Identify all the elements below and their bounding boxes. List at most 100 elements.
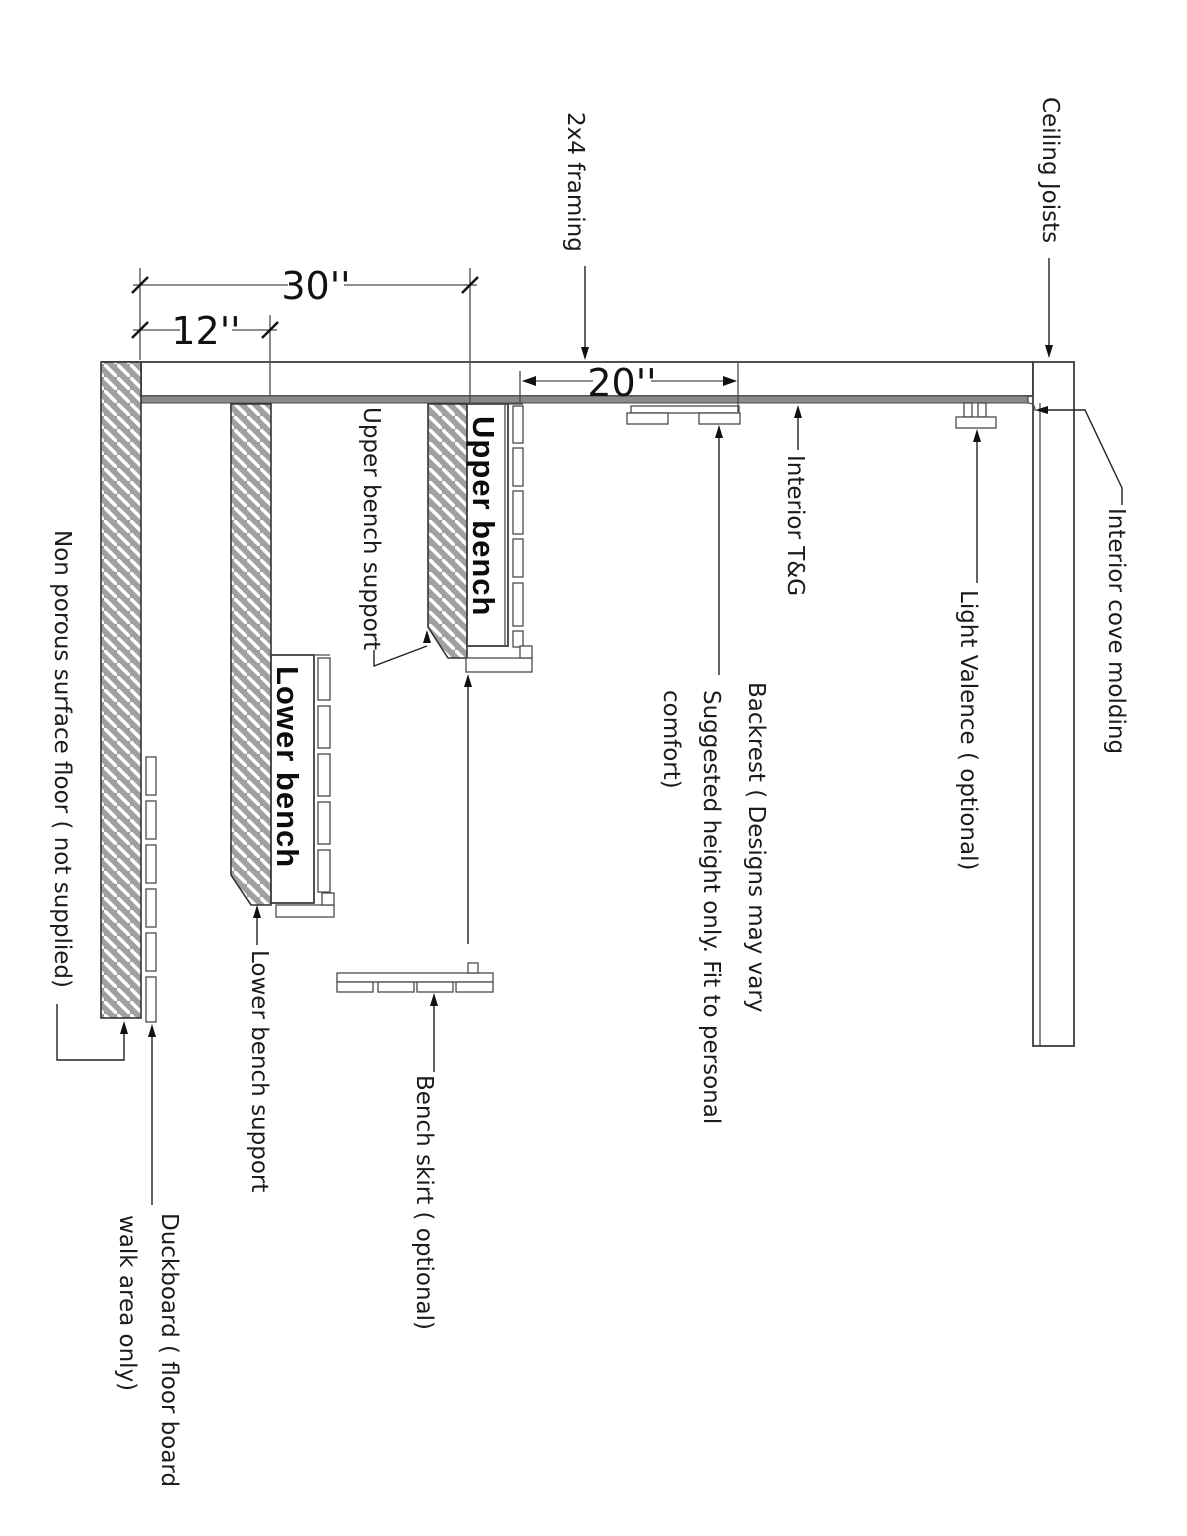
lower-bench-support-arrow xyxy=(253,905,261,918)
light-valence-label: Light Valence ( optional) xyxy=(955,590,981,870)
light-valence-profile xyxy=(955,402,997,429)
duckboard-slat xyxy=(145,888,157,928)
upper-bench-slat xyxy=(512,490,524,535)
lower-bench-slat xyxy=(317,705,331,749)
annotation-bench-skirt: Bench skirt ( optional) xyxy=(411,674,472,1330)
upper-bench-support-label: Upper bench support xyxy=(358,407,384,650)
non-porous-floor-strip xyxy=(100,361,142,1019)
light-valence-arrow xyxy=(973,429,981,442)
upper-bench-support-leader xyxy=(373,645,428,668)
lower-bench-slat xyxy=(317,753,331,797)
backrest-profile xyxy=(626,405,741,425)
annotation-cove-molding: Interior cove molding xyxy=(1035,406,1129,754)
upper-bench-slat xyxy=(512,630,524,648)
floor-label: Non porous surface floor ( not supplied) xyxy=(49,530,75,988)
backrest-label-line2: Suggested height only. Fit to personal xyxy=(698,690,724,1124)
cove-molding-profile xyxy=(1027,402,1036,412)
upper-bench-assembly: Upper bench xyxy=(427,403,533,673)
upper-bench-support-arrow xyxy=(423,630,431,643)
lower-bench-slat xyxy=(317,849,331,893)
annotation-ceiling-joists: Ceiling Joists xyxy=(1037,97,1063,358)
duckboard-slat xyxy=(145,756,157,796)
dimension-arrow-right xyxy=(723,376,737,386)
upper-bench-slat xyxy=(512,538,524,578)
interior-tg-label: Interior T&G xyxy=(782,455,808,596)
skirt-tab xyxy=(467,962,479,974)
backrest-board xyxy=(626,412,669,425)
dimension-12: 12'' xyxy=(131,309,279,395)
cove-molding-label: Interior cove molding xyxy=(1103,508,1129,754)
framing-label: 2x4 framing xyxy=(562,112,588,252)
duckboard-slat xyxy=(145,800,157,840)
dimension-30-text: 30'' xyxy=(281,264,350,308)
skirt-rail xyxy=(336,972,494,983)
dimension-12-text: 12'' xyxy=(171,309,240,353)
duckboard-slats xyxy=(145,756,157,1023)
upper-bench-support-board xyxy=(427,403,468,659)
upper-bench-label: Upper bench xyxy=(466,416,501,616)
bench-skirt-mount-arrow xyxy=(464,674,472,687)
cove-molding-arrow xyxy=(1035,406,1048,414)
ceiling-joist xyxy=(1032,361,1075,1047)
valence-base xyxy=(955,416,997,429)
lower-bench-support-board xyxy=(230,403,272,906)
lower-bench-slat xyxy=(317,657,331,701)
lower-bench-assembly: Lower bench xyxy=(230,403,335,918)
skirt-board xyxy=(455,981,494,993)
dimension-tick xyxy=(261,321,279,339)
backrest-label-line1: Backrest ( Designs may vary xyxy=(743,682,769,1012)
upper-bench-frame xyxy=(466,403,509,647)
backrest-arrow xyxy=(715,425,723,438)
duckboard-slat xyxy=(145,976,157,1023)
backrest-label-line3: comfort) xyxy=(658,690,684,789)
interior-tg-arrow xyxy=(794,405,802,418)
backrest-board xyxy=(698,412,741,425)
lower-bench-slat xyxy=(317,801,331,845)
floor-leader xyxy=(56,1004,125,1061)
duckboard-slat xyxy=(145,932,157,972)
annotation-backrest: Backrest ( Designs may vary Suggested he… xyxy=(658,425,769,1124)
ceiling-joists-label: Ceiling Joists xyxy=(1037,97,1063,243)
upper-bench-trim-stub xyxy=(519,645,533,659)
lower-bench-frame xyxy=(270,654,315,904)
dimension-arrow-left xyxy=(522,376,536,386)
dimension-20: 20'' xyxy=(519,361,739,412)
upper-bench-slat xyxy=(512,447,524,487)
annotation-floor: Non porous surface floor ( not supplied) xyxy=(49,530,128,1061)
skirt-board xyxy=(377,981,415,993)
lower-bench-support-label: Lower bench support xyxy=(246,950,272,1192)
annotation-lower-bench-support: Lower bench support xyxy=(246,905,272,1192)
floor-arrow xyxy=(120,1021,128,1034)
ceiling-joists-band xyxy=(1032,361,1075,1047)
annotation-2x4-framing: 2x4 framing xyxy=(562,112,589,360)
annotation-duckboard: Duckboard ( floor board walk area only) xyxy=(114,1024,182,1487)
annotation-upper-bench-support: Upper bench support xyxy=(358,407,431,668)
framing-arrow xyxy=(581,347,589,360)
upper-bench-slat xyxy=(512,582,524,627)
lower-bench-trim xyxy=(275,904,335,918)
upper-bench-trim xyxy=(465,657,533,673)
bench-skirt-arrow xyxy=(430,993,438,1006)
annotation-interior-tg: Interior T&G xyxy=(782,405,808,596)
valence-leg xyxy=(977,402,987,418)
duckboard-label-line1: Duckboard ( floor board xyxy=(156,1213,182,1487)
lower-bench-trim-stub xyxy=(321,892,335,906)
dimension-tick xyxy=(131,321,149,339)
dimension-tick xyxy=(131,276,149,294)
ceiling-joists-arrow xyxy=(1045,345,1053,358)
skirt-board xyxy=(416,981,454,993)
cove-molding-leader xyxy=(1047,409,1123,505)
interior-tg-board xyxy=(140,395,1029,404)
duckboard-slat xyxy=(145,844,157,884)
dimension-20-text: 20'' xyxy=(587,361,656,405)
wall-framing-band xyxy=(101,361,1034,404)
valence-leg xyxy=(963,402,973,418)
dimension-30: 30'' xyxy=(131,264,479,404)
dimension-tick xyxy=(461,276,479,294)
backrest-rail xyxy=(630,405,740,414)
duckboard-label-line2: walk area only) xyxy=(114,1215,140,1391)
lower-bench-label: Lower bench xyxy=(270,666,305,868)
upper-bench-slat xyxy=(512,405,524,444)
